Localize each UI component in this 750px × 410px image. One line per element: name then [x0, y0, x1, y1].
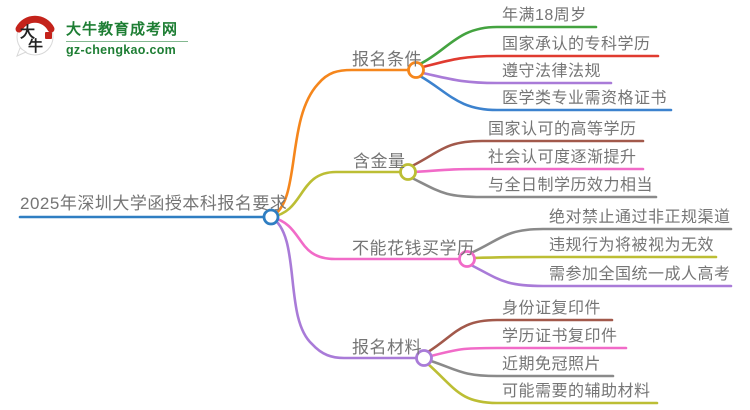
- child-line-obey-law: [421, 71, 613, 85]
- branch-line-signup-conditions: [269, 68, 410, 219]
- child-label-diploma-copy: 学历证书复印件: [502, 328, 618, 345]
- child-label-age18: 年满18周岁: [502, 7, 587, 24]
- child-line-photo: [429, 359, 615, 378]
- branch-label-value: 含金量: [353, 152, 406, 171]
- site-logo: 大 牛 大牛教育成考网 gz-chengkao.com: [12, 10, 188, 62]
- child-line-national-exam: [469, 263, 733, 288]
- child-label-violations-invalid: 违规行为将被视为无效: [549, 237, 715, 254]
- child-label-no-irregular-channels: 绝对禁止通过非正规渠道: [549, 209, 731, 226]
- child-line-auxiliary-materials: [426, 362, 659, 405]
- branch-node-circle-materials: [415, 349, 433, 367]
- child-line-state-recognized: [410, 139, 645, 168]
- child-label-photo: 近期免冠照片: [502, 356, 602, 373]
- child-label-recognized-diploma: 国家承认的专科学历: [502, 36, 651, 53]
- child-line-id-copy: [426, 318, 614, 354]
- child-label-state-recognized: 国家认可的高等学历: [488, 121, 637, 138]
- branch-line-no-buying-diploma: [269, 215, 461, 261]
- branch-line-value: [269, 170, 402, 219]
- child-line-no-irregular-channels: [469, 227, 733, 255]
- child-line-age18: [418, 25, 598, 66]
- child-label-id-copy: 身份证复印件: [502, 300, 602, 317]
- child-label-equal-fulltime: 与全日制学历效力相当: [488, 177, 654, 194]
- branch-label-materials: 报名材料: [352, 338, 422, 357]
- child-label-auxiliary-materials: 可能需要的辅助材料: [502, 383, 651, 400]
- child-line-medical-cert: [418, 74, 673, 112]
- branch-label-no-buying-diploma: 不能花钱买学历: [352, 239, 475, 258]
- child-label-medical-cert: 医学类专业需资格证书: [502, 90, 668, 107]
- svg-text:大: 大: [20, 23, 35, 41]
- root-node-label: 2025年深圳大学函授本科报名要求: [20, 194, 288, 213]
- child-line-recognized-diploma: [421, 54, 660, 69]
- branch-node-circle-no-buying-diploma: [458, 250, 476, 268]
- child-line-diploma-copy: [429, 346, 628, 358]
- branch-label-signup-conditions: 报名条件: [352, 50, 422, 69]
- child-label-social-recognition: 社会认可度逐渐提升: [488, 149, 637, 166]
- branch-node-circle-value: [399, 163, 417, 181]
- child-label-obey-law: 遵守法律法规: [502, 63, 602, 80]
- child-line-equal-fulltime: [410, 176, 658, 199]
- branch-node-circle-signup-conditions: [407, 61, 425, 79]
- site-url: gz-chengkao.com: [66, 43, 177, 57]
- site-name: 大牛教育成考网: [66, 21, 179, 38]
- child-line-violations-invalid: [472, 255, 718, 260]
- child-label-national-exam: 需参加全国统一成人高考: [549, 266, 731, 283]
- root-node-circle: [262, 208, 280, 226]
- svg-text:牛: 牛: [28, 37, 43, 55]
- branch-line-materials: [269, 215, 418, 360]
- child-line-social-recognition: [413, 167, 645, 174]
- logo-divider: [66, 41, 188, 42]
- daniu-logo-icon: 大 牛: [15, 15, 55, 57]
